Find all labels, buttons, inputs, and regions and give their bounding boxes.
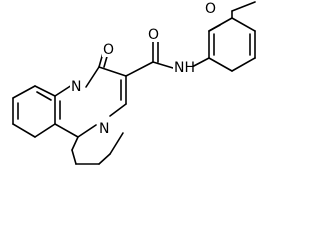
bond [12, 123, 36, 138]
bond [54, 123, 79, 138]
bond [231, 1, 256, 12]
bond [152, 61, 174, 69]
amide-oxygen-bg [147, 26, 161, 42]
amide-nitrogen-bg [173, 59, 193, 75]
amide-oxygen-label: O [148, 27, 159, 43]
bond [34, 123, 56, 138]
chemical-structure-canvas: O O O N N NH [12, 0, 256, 165]
bond [54, 84, 73, 97]
chemical-structure-diagram: O O O N N NH [12, 0, 256, 165]
bond [34, 85, 56, 97]
bridge-nitrogen-bg [70, 78, 84, 94]
bond [85, 66, 100, 88]
bond [36, 91, 52, 101]
bond [98, 66, 127, 77]
amide-nitrogen-label: NH [174, 60, 195, 76]
bridge-nitrogen-label: N [71, 79, 81, 95]
ketone-oxygen-bg [102, 41, 116, 57]
bond [208, 57, 233, 72]
lower-nitrogen-bg [98, 120, 112, 136]
bond [231, 17, 256, 32]
methoxy-oxygen-label: O [205, 1, 216, 17]
bond [231, 57, 256, 72]
bond [71, 136, 79, 151]
bond [98, 153, 111, 165]
bond [77, 124, 97, 138]
bond [109, 103, 127, 117]
lower-nitrogen-label: N [99, 121, 109, 137]
ketone-oxygen-label: O [103, 42, 114, 58]
bond [189, 57, 210, 69]
bond [71, 149, 77, 165]
methoxy-oxygen-bg [204, 0, 218, 16]
bond [109, 132, 124, 155]
bond [125, 61, 154, 77]
bond [12, 85, 36, 99]
bond [208, 24, 221, 32]
